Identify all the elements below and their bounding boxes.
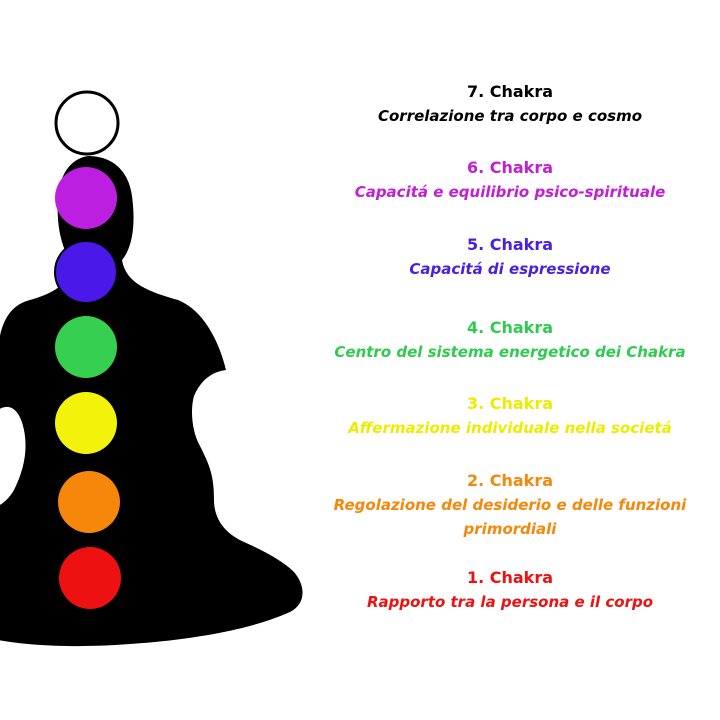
- chakra-2-circle: [58, 471, 120, 533]
- chakra-3-label: 3. Chakra Affermazione individuale nella…: [300, 392, 720, 440]
- chakra-4-label: 4. Chakra Centro del sistema energetico …: [300, 316, 720, 364]
- chakra-5-description: Capacitá di espressione: [409, 260, 611, 278]
- chakra-2-description: Regolazione del desiderio e delle funzio…: [333, 496, 687, 538]
- chakra-5-circle: [54, 240, 118, 304]
- chakra-7-circle: [54, 90, 120, 156]
- chakra-1-circle: [59, 547, 121, 609]
- chakra-2-label: 2. Chakra Regolazione del desiderio e de…: [300, 469, 720, 541]
- chakra-7-description: Correlazione tra corpo e cosmo: [377, 107, 643, 125]
- chakra-4-circle: [55, 316, 117, 378]
- chakra-5-label: 5. Chakra Capacitá di espressione: [300, 233, 720, 281]
- chakra-6-title: 6. Chakra: [466, 158, 554, 177]
- chakra-5-title: 5. Chakra: [466, 235, 554, 254]
- chakra-4-title: 4. Chakra: [466, 318, 554, 337]
- chakra-7-label: 7. Chakra Correlazione tra corpo e cosmo: [300, 80, 720, 128]
- chakra-3-circle: [55, 392, 117, 454]
- chakra-1-description: Rapporto tra la persona e il corpo: [366, 593, 654, 611]
- chakra-6-description: Capacitá e equilibrio psico-spirituale: [354, 183, 666, 201]
- meditating-silhouette: [0, 156, 303, 647]
- chakra-3-title: 3. Chakra: [466, 394, 554, 413]
- chakra-6-label: 6. Chakra Capacitá e equilibrio psico-sp…: [300, 156, 720, 204]
- chakra-1-label: 1. Chakra Rapporto tra la persona e il c…: [300, 566, 720, 614]
- chakra-3-description: Affermazione individuale nella societá: [348, 419, 672, 437]
- chakra-4-description: Centro del sistema energetico dei Chakra: [334, 343, 686, 361]
- chakra-6-circle: [55, 167, 117, 229]
- chakra-2-title: 2. Chakra: [466, 471, 554, 490]
- chakra-1-title: 1. Chakra: [466, 568, 554, 587]
- chakra-7-title: 7. Chakra: [466, 82, 554, 101]
